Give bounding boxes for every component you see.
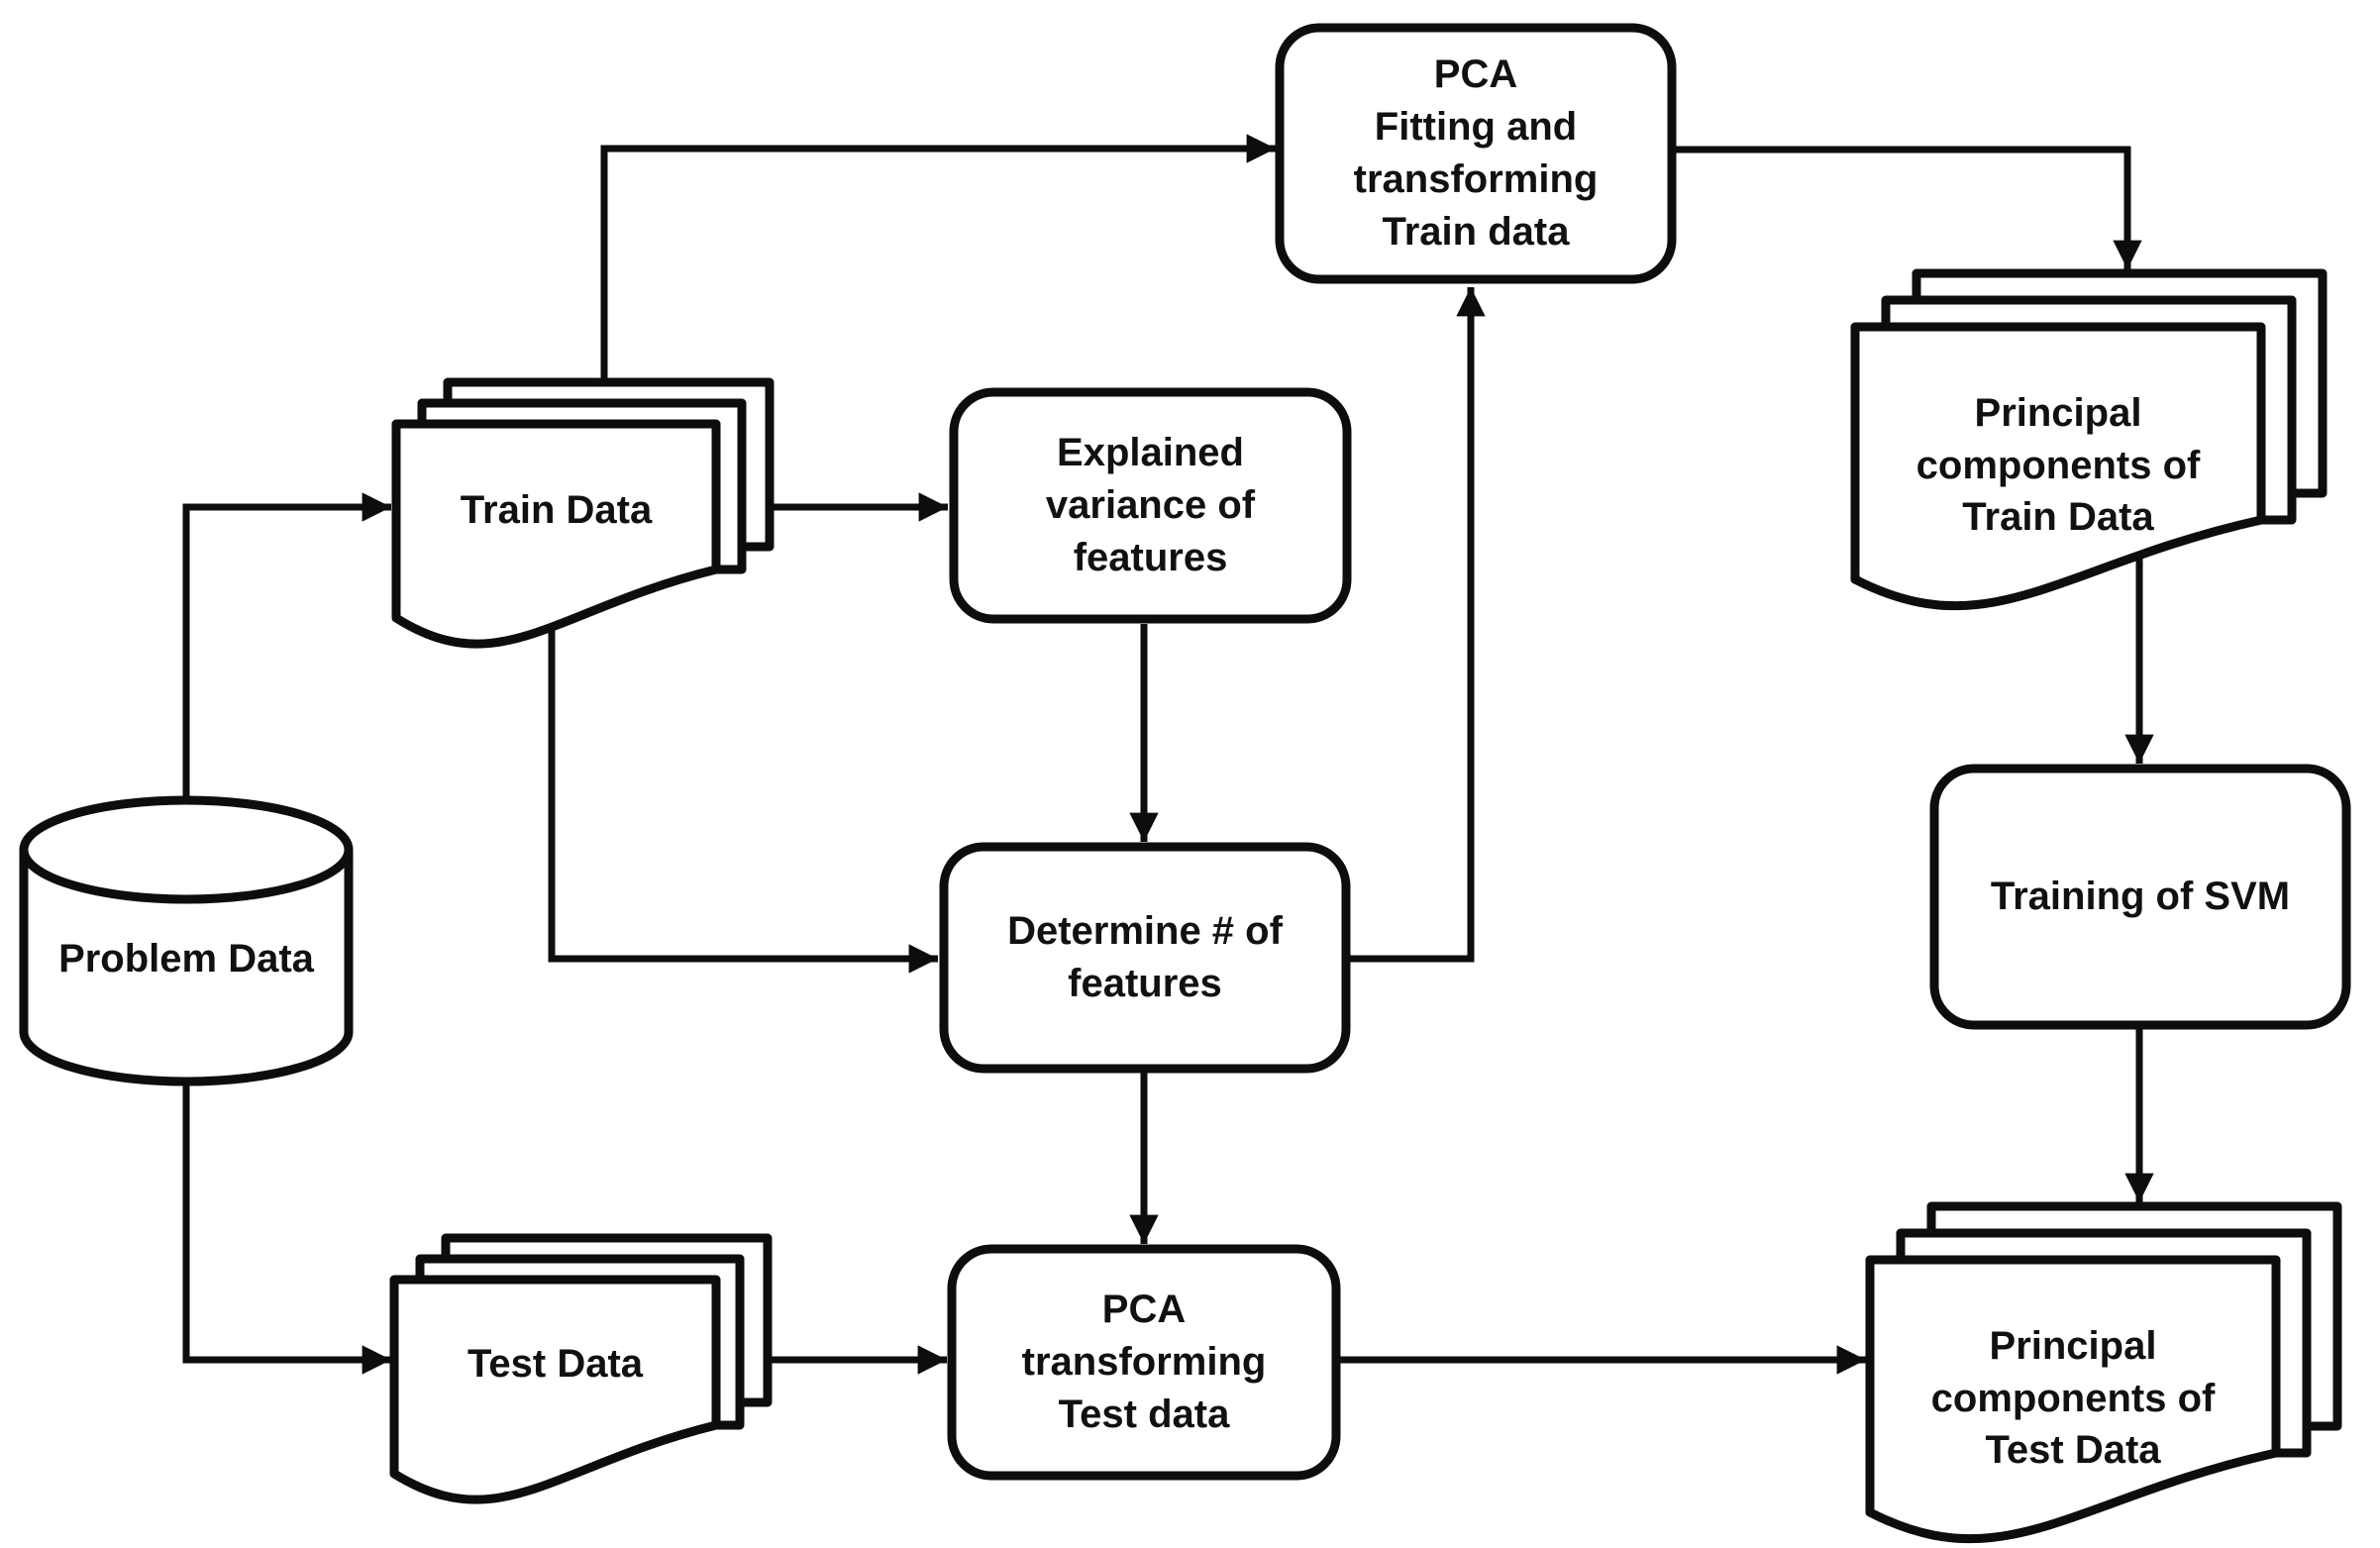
arrow-problem-data-to-train-data (182, 492, 391, 822)
pca-transforming-box (947, 1244, 1341, 1481)
pca-fitting-box (1275, 23, 1677, 284)
arrow-problem-data-to-test-data (182, 1055, 391, 1375)
arrow-determine-features-to-pca-fitting (1349, 287, 1486, 963)
train-data-stack (391, 377, 775, 649)
arrow-train-data-to-determine-features (548, 594, 938, 974)
test-data-stack (389, 1233, 773, 1504)
determine-features-box (939, 842, 1351, 1074)
training-svm-box (1929, 764, 2351, 1030)
document-front (1850, 322, 2266, 611)
cylinder-top (19, 795, 354, 904)
document-front (391, 419, 721, 649)
arrow-pca-fitting-to-pc-train (1674, 146, 2142, 269)
arrow-train-data-to-pca-fitting (600, 134, 1276, 396)
explained-variance-box (949, 387, 1352, 624)
cylinder-body (19, 850, 354, 1086)
document-front (389, 1275, 721, 1504)
document-front (1865, 1255, 2281, 1544)
connectors (182, 134, 2154, 1375)
pc-test-stack (1865, 1201, 2342, 1544)
problem-data-cylinder (19, 795, 354, 1086)
pc-train-stack (1850, 268, 2328, 611)
